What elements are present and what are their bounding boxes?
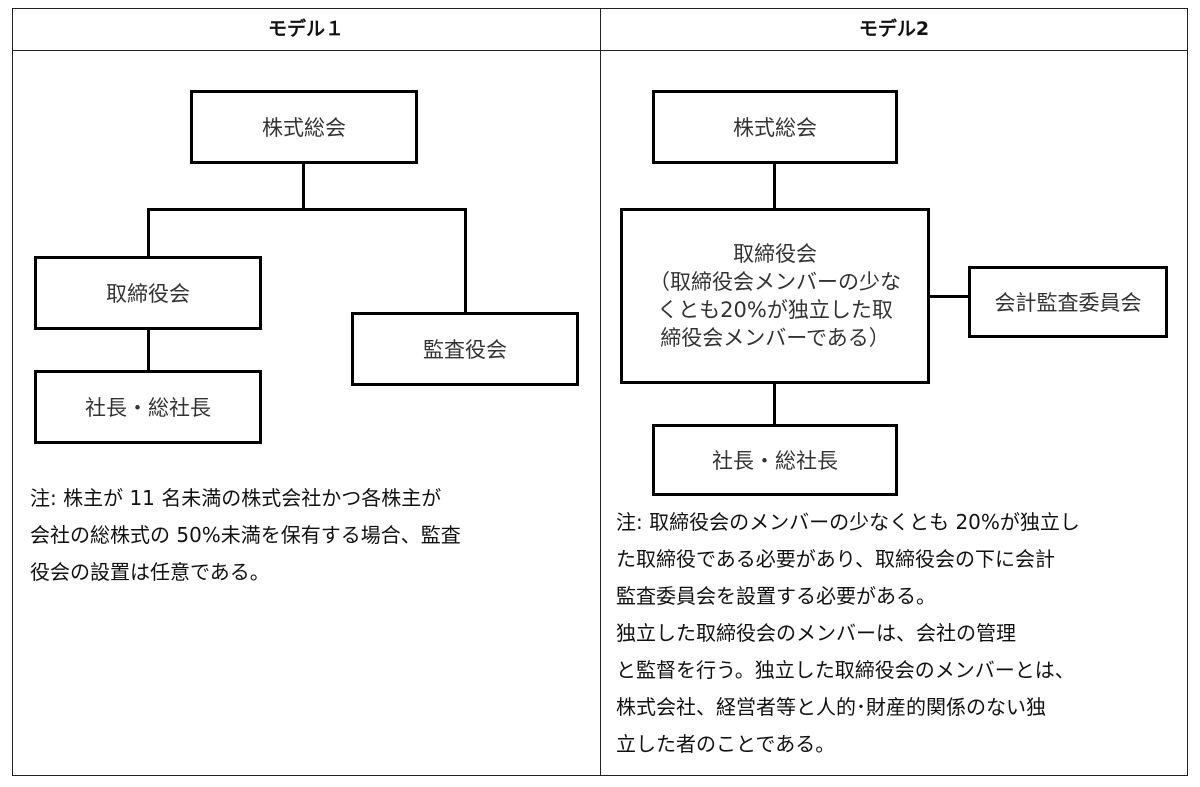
- model2-president-box: 社長・総社長: [652, 424, 898, 496]
- model2-note-line: た取締役である必要があり、取締役会の下に会計: [616, 547, 1055, 571]
- model2-president-label: 社長・総社長: [712, 449, 838, 473]
- model2-note-line: 注: 取締役会のメンバーの少なくとも 20%が独立し: [616, 510, 1080, 534]
- model2-header: モデル2: [858, 18, 930, 40]
- model2-shareholders-box: 株式総会: [652, 90, 898, 164]
- model2-board-box: 取締役会 （取締役会メンバーの少な くとも20%が独立した取 締役会メンバーであ…: [620, 208, 930, 384]
- model1-board-box: 取締役会: [34, 256, 262, 330]
- model2-note-line: と監督を行う。独立した取締役会のメンバーとは、: [616, 658, 1075, 682]
- model2-note-line: 監査委員会を設置する必要がある。: [616, 584, 936, 608]
- model2-note-line: 株式会社、経営者等と人的･財産的関係のない独: [616, 695, 1046, 719]
- model2-shareholders-label: 株式総会: [733, 116, 817, 140]
- model1-connector-horizontal: [147, 208, 467, 211]
- model2-board-line: 取締役会: [733, 242, 817, 266]
- model1-connector-top: [302, 164, 305, 210]
- model1-shareholders-box: 株式総会: [190, 90, 418, 164]
- model2-connector-president: [773, 384, 776, 426]
- model1-connector-president: [147, 330, 150, 372]
- model1-president-box: 社長・総社長: [34, 370, 262, 444]
- header-divider: [12, 50, 1188, 51]
- model1-auditors-label: 監査役会: [423, 338, 507, 362]
- model1-note-line: 役会の設置は任意である。: [30, 560, 270, 584]
- model2-audit-committee-label: 会計監査委員会: [994, 291, 1142, 315]
- model2-note-line: 立した者のことである。: [616, 732, 836, 756]
- model2-connector-top: [773, 164, 776, 210]
- model1-president-label: 社長・総社長: [85, 396, 211, 420]
- model2-board-line: 締役会メンバーである）: [660, 326, 890, 350]
- model1-shareholders-label: 株式総会: [262, 116, 346, 140]
- model1-note: 注: 株主が 11 名未満の株式会社かつ各株主が 会社の総株式の 50%未満を保…: [30, 480, 461, 591]
- model1-connector-board: [147, 208, 150, 258]
- column-divider: [600, 8, 601, 776]
- model1-note-line: 注: 株主が 11 名未満の株式会社かつ各株主が: [30, 486, 442, 510]
- model1-header: モデル１: [267, 18, 344, 40]
- model2-board-line: （取締役会メンバーの少な: [649, 270, 901, 294]
- model2-connector-committee: [930, 295, 970, 298]
- model1-board-label: 取締役会: [106, 282, 190, 306]
- model1-auditors-box: 監査役会: [351, 312, 579, 386]
- model2-audit-committee-box: 会計監査委員会: [968, 266, 1168, 338]
- model1-connector-auditors: [464, 208, 467, 314]
- model1-note-line: 会社の総株式の 50%未満を保有する場合、監査: [30, 523, 461, 547]
- model2-note: 注: 取締役会のメンバーの少なくとも 20%が独立し た取締役である必要があり、…: [616, 504, 1080, 763]
- model2-board-line: くとも20%が独立した取: [657, 298, 893, 322]
- model2-note-line: 独立した取締役会のメンバーは、会社の管理: [616, 621, 1016, 645]
